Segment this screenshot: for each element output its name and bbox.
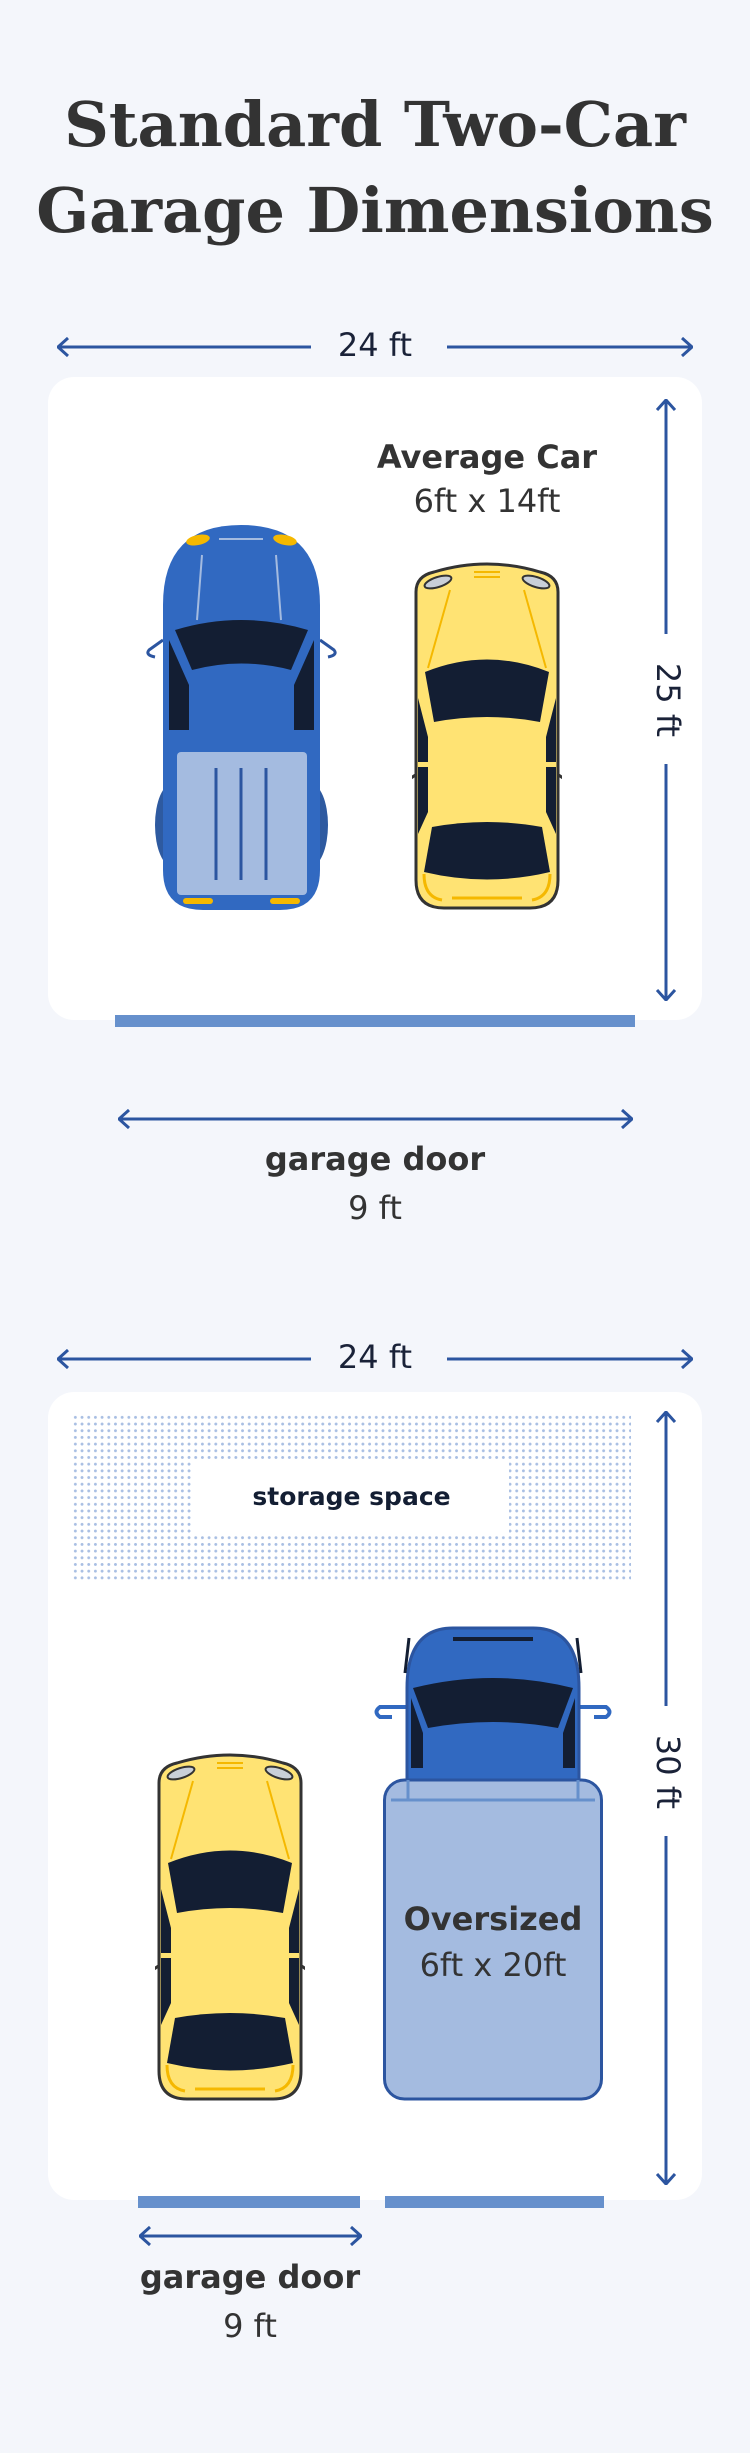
page-title: Standard Two-Car Garage Dimensions xyxy=(0,82,750,254)
pickup-truck-icon xyxy=(146,525,337,910)
average-car-size: 6ft x 14ft xyxy=(413,482,561,520)
title-line-2: Garage Dimensions xyxy=(36,174,714,247)
door-arrow-1 xyxy=(0,0,750,1300)
oversized-truck-icon xyxy=(374,1626,612,2101)
garage-door-size-1: 9 ft xyxy=(348,1189,402,1227)
storage-label-box xyxy=(194,1461,509,1534)
garage-door-bar-1 xyxy=(115,1015,635,1027)
width-label-1: 24 ft xyxy=(337,326,413,364)
depth-arrow-1 xyxy=(0,0,750,1300)
width-arrow-1 xyxy=(0,0,750,1300)
oversized-label: Oversized xyxy=(403,1900,583,1938)
garage-door-label-2: garage door xyxy=(139,2258,361,2296)
title-line-1: Standard Two-Car xyxy=(64,88,686,161)
garage-door-label-1: garage door xyxy=(264,1140,486,1178)
storage-label: storage space xyxy=(252,1482,451,1511)
garage-door-bar-right xyxy=(385,2196,604,2208)
average-car-label: Average Car xyxy=(376,438,598,476)
oversized-size: 6ft x 20ft xyxy=(419,1946,567,1984)
garage-floor-1 xyxy=(48,377,702,1020)
width-label-2: 24 ft xyxy=(337,1338,413,1376)
garage-door-bar-left xyxy=(138,2196,360,2208)
garage-door-size-2: 9 ft xyxy=(223,2307,277,2345)
